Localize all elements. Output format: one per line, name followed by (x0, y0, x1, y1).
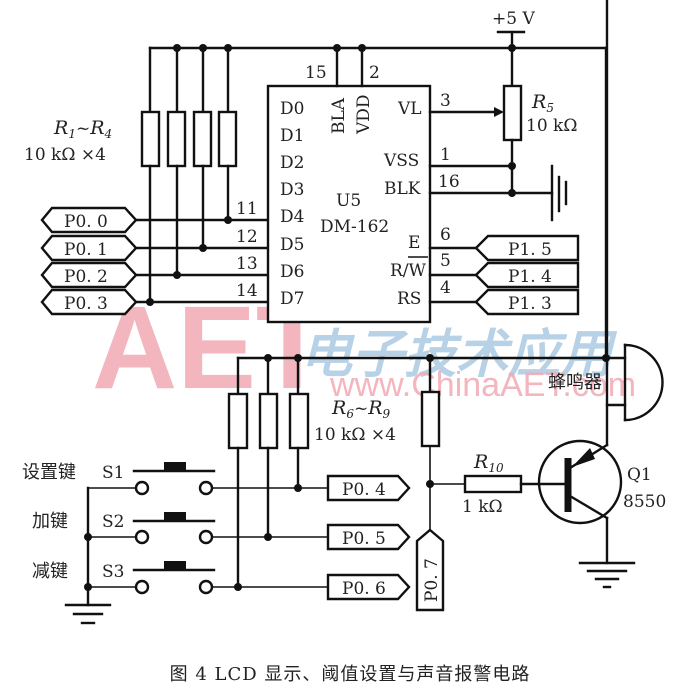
port-connector-p0-7: P0. 7 (415, 480, 445, 612)
svg-text:5: 5 (440, 251, 451, 271)
pin-rw: R/W (390, 261, 427, 281)
ground-icon (550, 164, 568, 222)
switch-ref-s2: S2 (102, 512, 124, 532)
right-port-connectors: P1. 5 P1. 4 P1. 3 (474, 234, 580, 316)
power-label: +5 V (492, 9, 535, 29)
r5-value: 10 kΩ (526, 116, 577, 136)
switch-ref-s3: S3 (102, 562, 124, 582)
pin-d1: D1 (280, 126, 304, 146)
pin-e: E (408, 233, 420, 253)
svg-text:P0. 2: P0. 2 (64, 267, 108, 287)
pin-d2: D2 (280, 153, 304, 173)
port-connector-p0-3: P0. 3 (40, 288, 138, 316)
svg-text:P1. 4: P1. 4 (508, 267, 552, 287)
svg-text:P0. 5: P0. 5 (342, 529, 386, 549)
svg-text:P1. 3: P1. 3 (508, 294, 552, 314)
svg-text:P0. 0: P0. 0 (64, 212, 108, 232)
pin-d4: D4 (280, 207, 304, 227)
port-connector-p1-5: P1. 5 (474, 234, 580, 262)
svg-text:P0. 6: P0. 6 (342, 579, 386, 599)
r6-r9-value: 10 kΩ ×4 (314, 425, 396, 445)
port-connector-p0-2: P0. 2 (40, 261, 138, 289)
port-connector-p1-3: P1. 3 (474, 288, 580, 316)
switch-s3: 减键 S3 (32, 561, 216, 595)
svg-text:16: 16 (438, 172, 460, 192)
svg-text:3: 3 (440, 91, 451, 111)
svg-text:P0. 7: P0. 7 (422, 558, 442, 602)
transistor-q1: Q1 8550 (537, 0, 666, 589)
transistor-model: 8550 (623, 492, 666, 512)
resistor-r10: R10 1 kΩ (430, 451, 570, 517)
svg-text:1: 1 (440, 145, 451, 165)
r1-r4-value: 10 kΩ ×4 (24, 145, 106, 165)
svg-text:P0. 3: P0. 3 (64, 294, 108, 314)
pin-d0: D0 (280, 99, 304, 119)
pin-d3: D3 (280, 180, 304, 200)
svg-text:P1. 5: P1. 5 (508, 240, 552, 260)
resistor-array-r1-r4: R1~R4 10 kΩ ×4 (24, 44, 238, 304)
pin-rs: RS (397, 289, 421, 309)
lcd-module-u5: 15 2 BLA VDD D0 D1 D2 D3 D4 D5 D6 D7 U5 … (266, 44, 554, 324)
lcd-ref: U5 (336, 191, 361, 211)
resistor-array-r6-r9: R6~R9 10 kΩ ×4 (227, 356, 441, 589)
key-label-add: 加键 (32, 511, 68, 532)
svg-text:6: 6 (440, 225, 451, 245)
pin-d6: D6 (280, 262, 304, 282)
r5-label: R5 (531, 91, 554, 115)
r10-value: 1 kΩ (462, 497, 503, 517)
svg-text:14: 14 (236, 281, 258, 301)
pin-d7: D7 (280, 289, 304, 309)
port-connector-p0-4: P0. 4 (326, 474, 411, 502)
port-connector-p1-4: P1. 4 (474, 261, 580, 289)
pin-vss: VSS (383, 151, 419, 171)
svg-text:12: 12 (236, 227, 258, 247)
switch-ref-s1: S1 (102, 463, 124, 483)
svg-text:15: 15 (305, 63, 327, 83)
lcd-model: DM-162 (320, 217, 389, 237)
buzzer: 蜂鸣器 (548, 343, 664, 422)
pin-vl: VL (397, 99, 422, 119)
pin-d5: D5 (280, 235, 304, 255)
port-connector-p0-5: P0. 5 (326, 523, 411, 551)
key-port-connectors: P0. 4 P0. 5 P0. 6 (326, 474, 411, 601)
svg-text:2: 2 (369, 63, 380, 83)
watermark-cn-text: 电子技术应用 (300, 324, 618, 385)
r6-r9-label: R6~R9 (331, 397, 391, 421)
svg-text:P0. 4: P0. 4 (342, 480, 386, 500)
port-connector-p0-0: P0. 0 (40, 206, 138, 234)
svg-text:13: 13 (236, 254, 258, 274)
svg-text:11: 11 (236, 199, 258, 219)
r1-r4-label: R1~R4 (53, 117, 112, 141)
figure-caption: 图 4 LCD 显示、阈值设置与声音报警电路 (170, 664, 531, 685)
pin-blk: BLK (384, 179, 421, 199)
switch-s2: 加键 S2 (32, 511, 216, 545)
potentiometer-r5: R5 10 kΩ (502, 46, 577, 197)
r10-label: R10 (473, 451, 504, 475)
svg-text:P0. 1: P0. 1 (64, 240, 108, 260)
port-connector-p0-1: P0. 1 (40, 234, 138, 262)
pin-vdd: VDD (354, 94, 374, 135)
key-label-sub: 减键 (32, 561, 68, 582)
pin-bla: BLA (329, 97, 349, 134)
key-label-set: 设置键 (22, 462, 76, 483)
ground-icon (578, 561, 636, 589)
port-connector-p0-6: P0. 6 (326, 573, 411, 601)
svg-text:4: 4 (440, 278, 451, 298)
transistor-ref: Q1 (627, 465, 652, 485)
left-port-connectors: P0. 0 P0. 1 P0. 2 P0. 3 11 12 13 14 (40, 199, 270, 316)
ground-icon (64, 603, 112, 625)
switch-s1: 设置键 S1 (22, 462, 216, 496)
buzzer-label: 蜂鸣器 (548, 372, 602, 393)
key-switches: 设置键 S1 加键 S2 减键 S3 (22, 462, 328, 625)
watermark-url: www.ChinaAET.com (329, 366, 636, 404)
